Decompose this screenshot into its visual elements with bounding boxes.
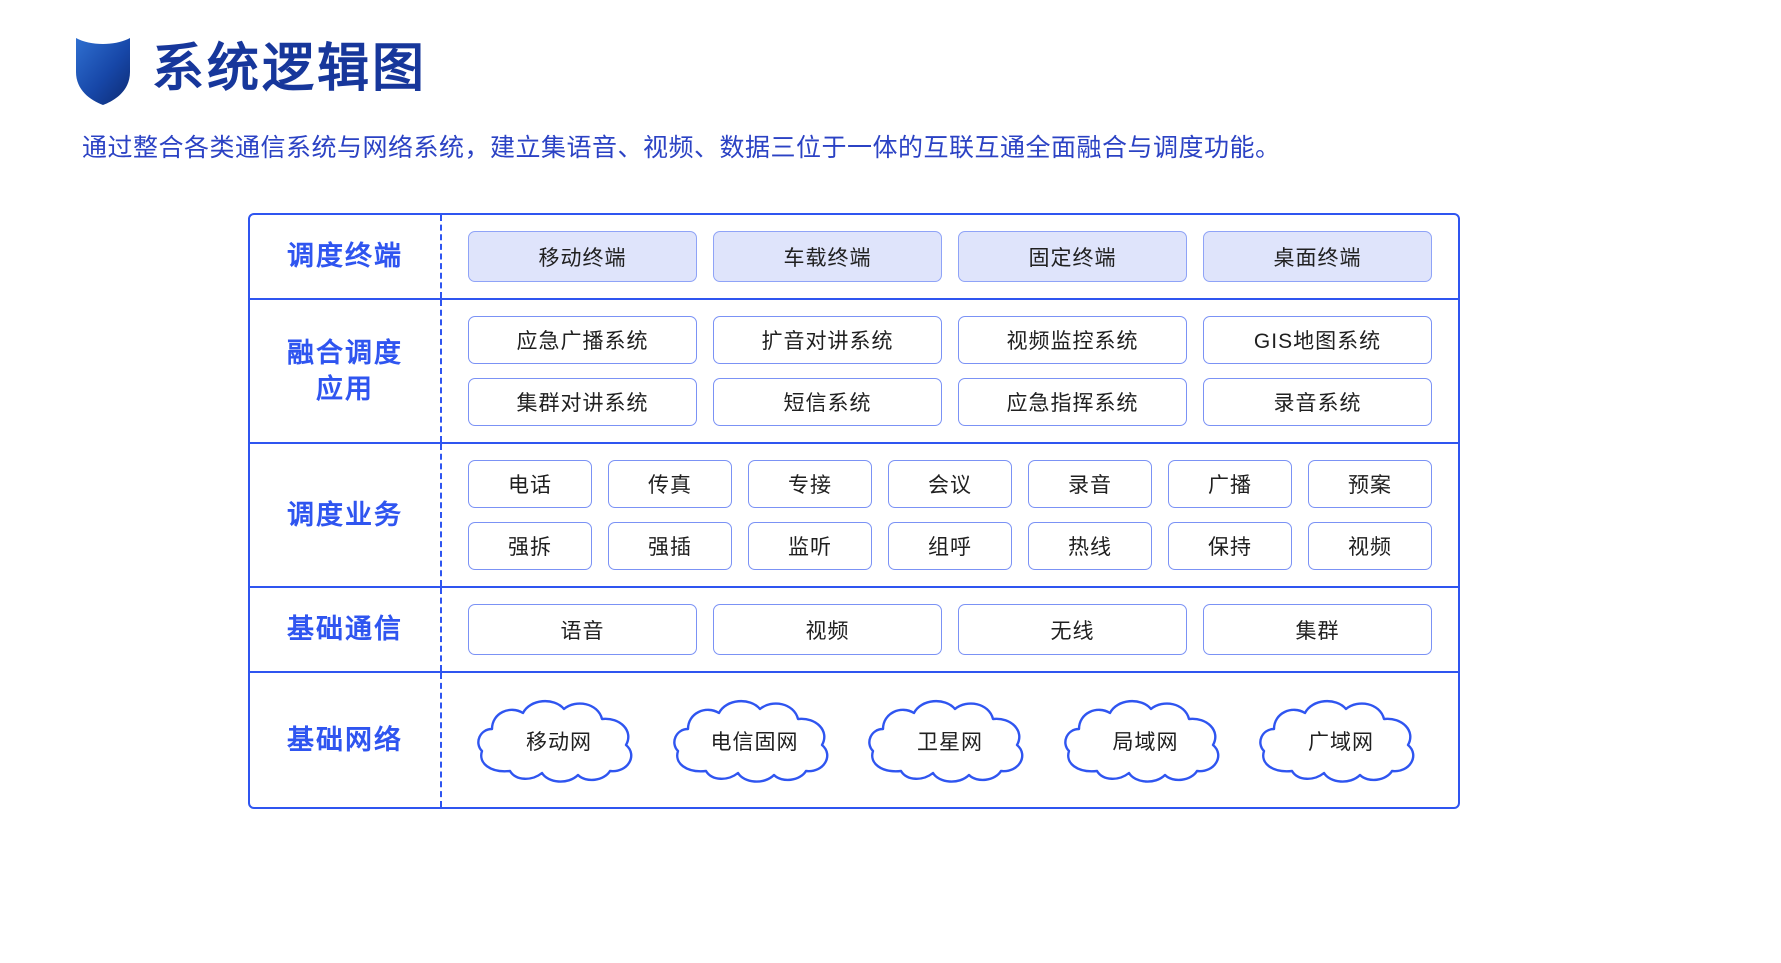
layer-label-converged-dispatch-app: 融合调度 应用 (250, 300, 440, 442)
chip-broadcast[interactable]: 广播 (1168, 460, 1292, 508)
page-title: 系统逻辑图 (152, 41, 428, 98)
cloud-label: 卫星网 (917, 730, 983, 754)
layer-divider (440, 673, 442, 807)
page-subtitle: 通过整合各类通信系统与网络系统，建立集语音、视频、数据三位于一体的互联互通全面融… (82, 134, 1281, 162)
chip-fixed-terminal[interactable]: 固定终端 (958, 231, 1187, 282)
cloud-icon (1063, 700, 1219, 783)
chip-trunking-intercom-system[interactable]: 集群对讲系统 (468, 378, 697, 426)
cloud-row: 移动网 电信固网 卫星网 (468, 689, 1432, 791)
chip-gis-map-system[interactable]: GIS地图系统 (1203, 316, 1432, 364)
layer-label-terminal: 调度终端 (287, 241, 403, 272)
chip-row: 电话 传真 专接 会议 录音 广播 预案 (468, 460, 1432, 508)
chip-wireless[interactable]: 无线 (958, 604, 1187, 655)
chip-plan[interactable]: 预案 (1308, 460, 1432, 508)
chip-video-surveillance-system[interactable]: 视频监控系统 (958, 316, 1187, 364)
cloud-wan-network[interactable]: 广域网 (1250, 693, 1432, 785)
chip-row: 移动终端 车载终端 固定终端 桌面终端 (468, 231, 1432, 282)
cloud-mobile-network[interactable]: 移动网 (468, 693, 650, 785)
title-row: 系统逻辑图 (72, 34, 1722, 106)
chip-hotline[interactable]: 热线 (1028, 522, 1152, 570)
chip-recording-system[interactable]: 录音系统 (1203, 378, 1432, 426)
layer-label-dispatch-service: 调度业务 (287, 499, 403, 530)
cloud-icon (477, 700, 633, 783)
layer-divider (440, 300, 442, 442)
layer-divider (440, 444, 442, 586)
cloud-label: 广域网 (1308, 730, 1374, 754)
cloud-label: 移动网 (526, 730, 592, 754)
chip-fax[interactable]: 传真 (608, 460, 732, 508)
layer-content-converged-dispatch-app: 应急广播系统 扩音对讲系统 视频监控系统 GIS地图系统 集群对讲系统 短信系统… (442, 300, 1458, 442)
chip-monitor-listen[interactable]: 监听 (748, 522, 872, 570)
layer-label-basic-communication: 基础通信 (287, 614, 403, 645)
layer-divider (440, 215, 442, 298)
chip-trunking[interactable]: 集群 (1203, 604, 1432, 655)
chip-emergency-broadcast-system[interactable]: 应急广播系统 (468, 316, 697, 364)
layer-label-basic-network: 基础网络 (287, 724, 403, 755)
chip-hold[interactable]: 保持 (1168, 522, 1292, 570)
cloud-icon (672, 700, 828, 783)
chip-video[interactable]: 视频 (1308, 522, 1432, 570)
page-header: 系统逻辑图 通过整合各类通信系统与网络系统，建立集语音、视频、数据三位于一体的互… (72, 34, 1722, 164)
layer-row-terminal: 调度终端 移动终端 车载终端 固定终端 桌面终端 (250, 215, 1458, 300)
chip-pa-intercom-system[interactable]: 扩音对讲系统 (713, 316, 942, 364)
cloud-lan-network[interactable]: 局域网 (1055, 693, 1237, 785)
chip-mobile-terminal[interactable]: 移动终端 (468, 231, 697, 282)
chip-row: 应急广播系统 扩音对讲系统 视频监控系统 GIS地图系统 (468, 316, 1432, 364)
chip-force-insert[interactable]: 强插 (608, 522, 732, 570)
layer-content-basic-network: 移动网 电信固网 卫星网 (442, 673, 1458, 807)
layer-row-dispatch-service: 调度业务 电话 传真 专接 会议 录音 广播 预案 强拆 强插 监听 组呼 热线… (250, 444, 1458, 588)
system-logic-diagram: 调度终端 移动终端 车载终端 固定终端 桌面终端 融合调度 应用 应急广播系统 … (248, 213, 1460, 809)
cloud-label: 电信固网 (710, 730, 799, 754)
cloud-icon (1259, 700, 1415, 783)
chip-telephone[interactable]: 电话 (468, 460, 592, 508)
chip-row: 语音 视频 无线 集群 (468, 604, 1432, 655)
cloud-label: 局域网 (1112, 730, 1179, 754)
chip-conference[interactable]: 会议 (888, 460, 1012, 508)
shield-icon (72, 34, 134, 106)
chip-row: 集群对讲系统 短信系统 应急指挥系统 录音系统 (468, 378, 1432, 426)
layer-divider (440, 588, 442, 671)
chip-sms-system[interactable]: 短信系统 (713, 378, 942, 426)
layer-row-converged-dispatch-app: 融合调度 应用 应急广播系统 扩音对讲系统 视频监控系统 GIS地图系统 集群对… (250, 300, 1458, 444)
cloud-telecom-fixed-network[interactable]: 电信固网 (664, 693, 846, 785)
layer-label-line2: 应用 (316, 374, 374, 404)
chip-vehicle-terminal[interactable]: 车载终端 (713, 231, 942, 282)
cloud-icon (868, 700, 1024, 783)
layer-row-basic-communication: 基础通信 语音 视频 无线 集群 (250, 588, 1458, 673)
layer-row-basic-network: 基础网络 移动网 电信固网 (250, 673, 1458, 807)
chip-row: 强拆 强插 监听 组呼 热线 保持 视频 (468, 522, 1432, 570)
chip-voice[interactable]: 语音 (468, 604, 697, 655)
chip-direct-connect[interactable]: 专接 (748, 460, 872, 508)
chip-emergency-command-system[interactable]: 应急指挥系统 (958, 378, 1187, 426)
layer-content-terminal: 移动终端 车载终端 固定终端 桌面终端 (442, 215, 1458, 298)
chip-video-basic[interactable]: 视频 (713, 604, 942, 655)
chip-force-release[interactable]: 强拆 (468, 522, 592, 570)
layer-content-basic-communication: 语音 视频 无线 集群 (442, 588, 1458, 671)
cloud-satellite-network[interactable]: 卫星网 (859, 693, 1041, 785)
layer-content-dispatch-service: 电话 传真 专接 会议 录音 广播 预案 强拆 强插 监听 组呼 热线 保持 视… (442, 444, 1458, 586)
chip-group-call[interactable]: 组呼 (888, 522, 1012, 570)
chip-desktop-terminal[interactable]: 桌面终端 (1203, 231, 1432, 282)
layer-label-line1: 融合调度 (287, 337, 403, 368)
chip-recording[interactable]: 录音 (1028, 460, 1152, 508)
